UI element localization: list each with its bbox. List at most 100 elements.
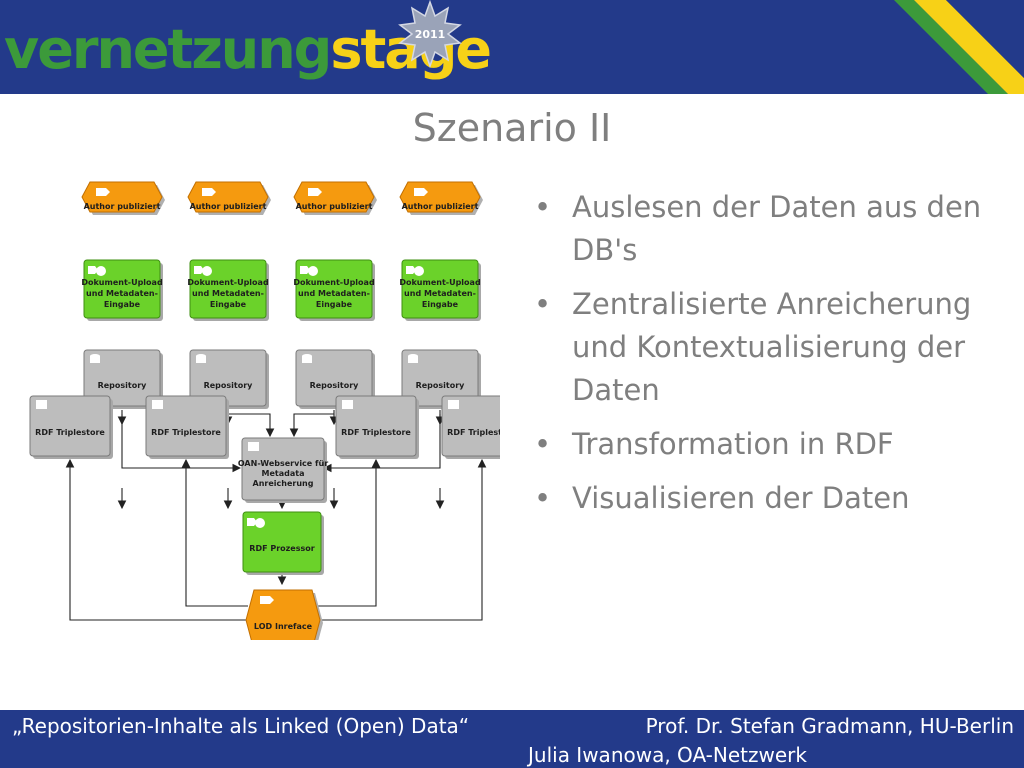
system-icon	[342, 400, 353, 409]
event-arrow-icon	[96, 188, 110, 196]
event-author-publiziert: Author publiziert	[81, 181, 165, 215]
function-label-line: Dokument-Upload	[399, 278, 481, 287]
function-label-line: Eingabe	[422, 300, 459, 309]
diagram-connectors	[65, 410, 487, 621]
bullet-icon: •	[534, 287, 552, 321]
function-dokument-upload: Dokument-Upload und Metadaten- Eingabe	[293, 259, 375, 321]
bullet-text: Auslesen der Daten aus den DB's	[572, 190, 982, 267]
event-label: Author publiziert	[402, 202, 479, 211]
interface-label: LOD Inreface	[254, 622, 313, 631]
header-banner: vernetzungstage 2011	[0, 0, 1024, 94]
triplestore-label: RDF Triplestore	[151, 428, 221, 437]
function-gear-icon	[308, 266, 318, 276]
function-label-line: Eingabe	[210, 300, 247, 309]
event-label: Author publiziert	[296, 202, 373, 211]
bullet-icon: •	[534, 481, 552, 515]
system-repository: Repository	[83, 349, 163, 409]
system-rdf-triplestore: RDF Triplestore	[441, 395, 500, 459]
system-icon	[152, 400, 163, 409]
function-arrow-icon	[194, 266, 204, 274]
function-arrow-icon	[406, 266, 416, 274]
event-author-publiziert: Author publiziert	[399, 181, 483, 215]
system-repository: Repository	[295, 349, 375, 409]
function-label-line: Dokument-Upload	[187, 278, 269, 287]
function-label: Dokument-Upload und Metadaten- Eingabe	[187, 278, 269, 309]
footer-talk-title: „Repositorien-Inhalte als Linked (Open) …	[12, 714, 470, 738]
slide-title: Szenario II	[412, 106, 612, 150]
function-gear-icon	[255, 518, 265, 528]
bullet-item: • Zentralisierte Anreicherung und Kontext…	[534, 283, 1004, 412]
function-label: Dokument-Upload und Metadaten- Eingabe	[293, 278, 375, 309]
event-lod-interface: LOD Inreface	[245, 589, 323, 640]
event-label: Author publiziert	[84, 202, 161, 211]
event-author-publiziert: Author publiziert	[293, 181, 377, 215]
repository-label: Repository	[310, 381, 360, 390]
star-badge-icon	[398, 0, 462, 68]
function-arrow-icon	[300, 266, 310, 274]
repository-label: Repository	[204, 381, 254, 390]
triplestore-label: RDF Triplestore	[447, 428, 500, 437]
bullet-text: Visualisieren der Daten	[572, 481, 910, 515]
function-label-line: Dokument-Upload	[81, 278, 163, 287]
footer-author-2: Julia Iwanowa, OA-Netzwerk	[528, 743, 807, 767]
system-icon	[248, 442, 259, 451]
bullet-icon: •	[534, 427, 552, 461]
function-label-line: und Metadaten-	[192, 289, 264, 298]
event-label: Author publiziert	[190, 202, 267, 211]
webservice-label-line: Anreicherung	[253, 479, 314, 488]
repository-label: Repository	[416, 381, 466, 390]
logo: vernetzungstage	[4, 20, 492, 80]
function-dokument-upload: Dokument-Upload und Metadaten- Eingabe	[399, 259, 481, 321]
function-gear-icon	[202, 266, 212, 276]
bullet-list: • Auslesen der Daten aus den DB's • Zentra…	[534, 186, 1004, 531]
triplestore-label: RDF Triplestore	[341, 428, 411, 437]
function-label-line: und Metadaten-	[404, 289, 476, 298]
function-label-line: Eingabe	[104, 300, 141, 309]
function-label-line: Dokument-Upload	[293, 278, 375, 287]
system-repository: Repository	[189, 349, 269, 409]
system-icon	[36, 400, 47, 409]
webservice-label-line: Metadata	[262, 469, 305, 478]
bullet-item: • Visualisieren der Daten	[534, 477, 1004, 520]
system-repository: Repository	[401, 349, 481, 409]
footer-author-1: Prof. Dr. Stefan Gradmann, HU-Berlin	[645, 714, 1014, 738]
system-icon	[448, 400, 459, 409]
year-badge: 2011	[398, 0, 462, 68]
system-rdf-triplestore: RDF Triplestore	[145, 395, 229, 459]
function-label: Dokument-Upload und Metadaten- Eingabe	[81, 278, 163, 309]
function-label-line: und Metadaten-	[298, 289, 370, 298]
function-label-line: und Metadaten-	[86, 289, 158, 298]
function-label: Dokument-Upload und Metadaten- Eingabe	[399, 278, 481, 309]
corner-stripes	[894, 0, 1024, 94]
bullet-text: Zentralisierte Anreicherung und Kontextu…	[572, 287, 972, 407]
badge-year: 2011	[415, 28, 446, 41]
event-arrow-icon	[414, 188, 428, 196]
system-rdf-triplestore: RDF Triplestore	[29, 395, 113, 459]
function-dokument-upload: Dokument-Upload und Metadaten- Eingabe	[81, 259, 163, 321]
function-rdf-prozessor: RDF Prozessor	[242, 511, 324, 575]
repository-label: Repository	[98, 381, 148, 390]
bullet-item: • Transformation in RDF	[534, 423, 1004, 466]
webservice-label-line: OAN-Webservice für	[238, 459, 328, 468]
event-arrow-icon	[260, 596, 274, 604]
function-label-line: Eingabe	[316, 300, 353, 309]
triplestore-label: RDF Triplestore	[35, 428, 105, 437]
function-arrow-icon	[88, 266, 98, 274]
event-author-publiziert: Author publiziert	[187, 181, 271, 215]
function-arrow-icon	[247, 518, 257, 526]
function-gear-icon	[96, 266, 106, 276]
event-arrow-icon	[308, 188, 322, 196]
bullet-item: • Auslesen der Daten aus den DB's	[534, 186, 1004, 272]
event-arrow-icon	[202, 188, 216, 196]
processor-label: RDF Prozessor	[249, 544, 314, 553]
function-dokument-upload: Dokument-Upload und Metadaten- Eingabe	[187, 259, 269, 321]
footer-banner: „Repositorien-Inhalte als Linked (Open) …	[0, 710, 1024, 768]
bullet-text: Transformation in RDF	[572, 427, 894, 461]
system-rdf-triplestore: RDF Triplestore	[335, 395, 419, 459]
function-gear-icon	[414, 266, 424, 276]
bullet-icon: •	[534, 190, 552, 224]
